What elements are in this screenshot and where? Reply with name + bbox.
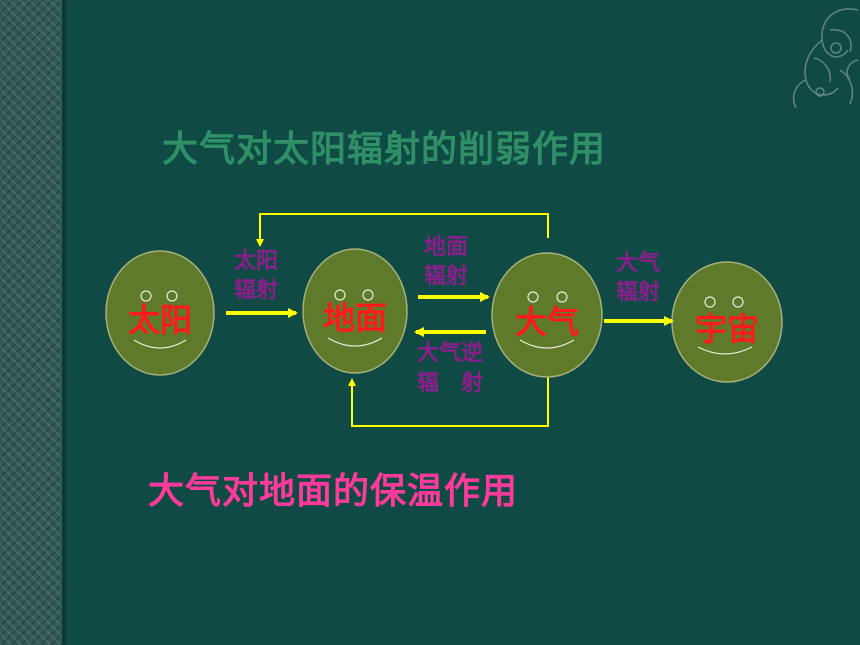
sun-face [105, 250, 215, 376]
arrow-label-counter-line1: 大气逆 [417, 340, 483, 366]
title-attenuation: 大气对太阳辐射的削弱作用 [162, 129, 607, 170]
title-insulation: 大气对地面的保温作用 [148, 471, 519, 512]
arrow-label-atmosphere-line2: 辐射 [616, 279, 660, 305]
node-label-ground: 地面 [323, 299, 387, 337]
reflection-loop-line [256, 213, 549, 247]
ground-face [302, 248, 408, 374]
arrow-label-ground-line2: 辐射 [424, 263, 468, 289]
arrow-label-solar-line1: 太阳 [234, 249, 278, 274]
node-label-atmosphere: 大气 [515, 303, 579, 341]
phoenix-ornament-icon [792, 8, 859, 109]
arrow-label-solar-line2: 辐射 [234, 277, 278, 303]
arrow-label-atmosphere-line1: 大气 [616, 250, 660, 276]
strip-divider [62, 0, 66, 645]
arrow-label-counter-line2: 辐 射 [417, 370, 483, 396]
decorative-pattern-strip [0, 0, 62, 645]
atmosphere-face [491, 252, 603, 378]
counter-radiation-loop-line [348, 372, 549, 427]
node-label-universe: 宇宙 [695, 310, 759, 348]
arrow-label-ground-line1: 地面 [424, 235, 468, 260]
node-label-sun: 太阳 [128, 301, 192, 339]
